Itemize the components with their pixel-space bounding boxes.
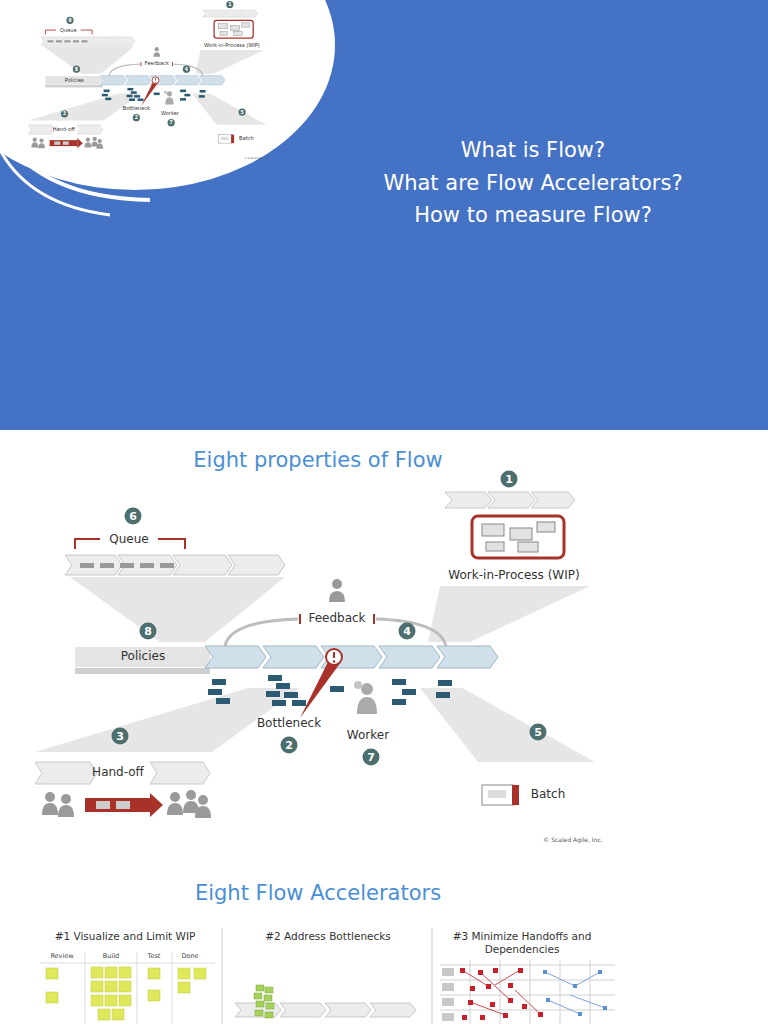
column-header: Build xyxy=(103,953,119,960)
cloud-shape xyxy=(0,0,335,190)
callout-number: 4 xyxy=(399,623,416,640)
callout-number: 7 xyxy=(168,119,175,126)
callout-number: 1 xyxy=(226,1,233,8)
callout-label: Work-in-Process (WIP) xyxy=(204,43,260,49)
section-title: Eight properties of Flow xyxy=(193,448,442,472)
callout-label: Batch xyxy=(239,136,254,142)
callout-label: Batch xyxy=(531,788,566,802)
question-heading: What is Flow? xyxy=(461,138,605,162)
accelerator-panels xyxy=(40,928,615,1024)
callout-label: Queue xyxy=(106,533,151,547)
question-heading: What are Flow Accelerators? xyxy=(383,171,682,195)
callout-label: Bottleneck xyxy=(123,106,150,112)
column-header: Test xyxy=(148,953,161,960)
callout-number: 7 xyxy=(363,749,380,766)
callout-number: 1 xyxy=(501,471,518,488)
callout-label: Queue xyxy=(59,28,78,34)
callout-number: 6 xyxy=(125,508,142,525)
callout-label: Policies xyxy=(65,77,84,83)
thumbnail-artwork xyxy=(14,0,340,167)
callout-label: Hand-off xyxy=(92,766,144,780)
swoosh-line xyxy=(0,150,110,215)
callout-label: Hand-off xyxy=(53,127,75,133)
callout-number: 3 xyxy=(112,728,129,745)
callout-label: Bottleneck xyxy=(257,717,321,731)
callout-number: 8 xyxy=(140,623,157,640)
callout-number: 5 xyxy=(239,108,246,115)
flow-illustration xyxy=(28,10,266,149)
callout-label: Feedback xyxy=(143,61,170,67)
callout-number: 2 xyxy=(281,737,298,754)
flow-illustration xyxy=(35,492,595,818)
panel-heading: #3 Minimize Handoffs and Dependencies xyxy=(436,930,608,956)
panel-heading: #2 Address Bottlenecks xyxy=(226,930,430,943)
callout-number: 4 xyxy=(183,66,190,73)
callout-label: Feedback xyxy=(305,612,368,626)
panel-heading: #1 Visualize and Limit WIP xyxy=(30,930,220,943)
thumbnail-diagram: 6Queue 1Work-in-Process (WIP) Feedback 4 8Po… xyxy=(14,0,340,167)
callout-number: 2 xyxy=(133,114,140,121)
copyright-note: © Scaled Agile, Inc. xyxy=(543,837,602,844)
callout-label: Worker xyxy=(347,729,389,743)
copyright-note: © Scaled Agile, Inc. xyxy=(244,157,269,160)
accelerator-panel: #1 Visualize and Limit WIP xyxy=(30,930,220,1024)
accelerator-panel: #2 Address Bottlenecks xyxy=(226,930,430,1024)
callout-label: Worker xyxy=(161,111,179,117)
callout-number: 3 xyxy=(61,110,68,117)
accelerator-panel: #3 Minimize Handoffs and Dependencies xyxy=(436,930,608,1024)
question-heading: How to measure Flow? xyxy=(414,203,652,227)
callout-number: 6 xyxy=(66,17,73,24)
callout-label: Work-in-Process (WIP) xyxy=(448,569,579,583)
column-header: Review xyxy=(50,953,73,960)
section-title: Eight Flow Accelerators xyxy=(195,881,441,905)
column-header: Done xyxy=(181,953,198,960)
callout-number: 5 xyxy=(530,724,547,741)
callout-label: Policies xyxy=(121,650,165,664)
callout-number: 8 xyxy=(73,66,80,73)
